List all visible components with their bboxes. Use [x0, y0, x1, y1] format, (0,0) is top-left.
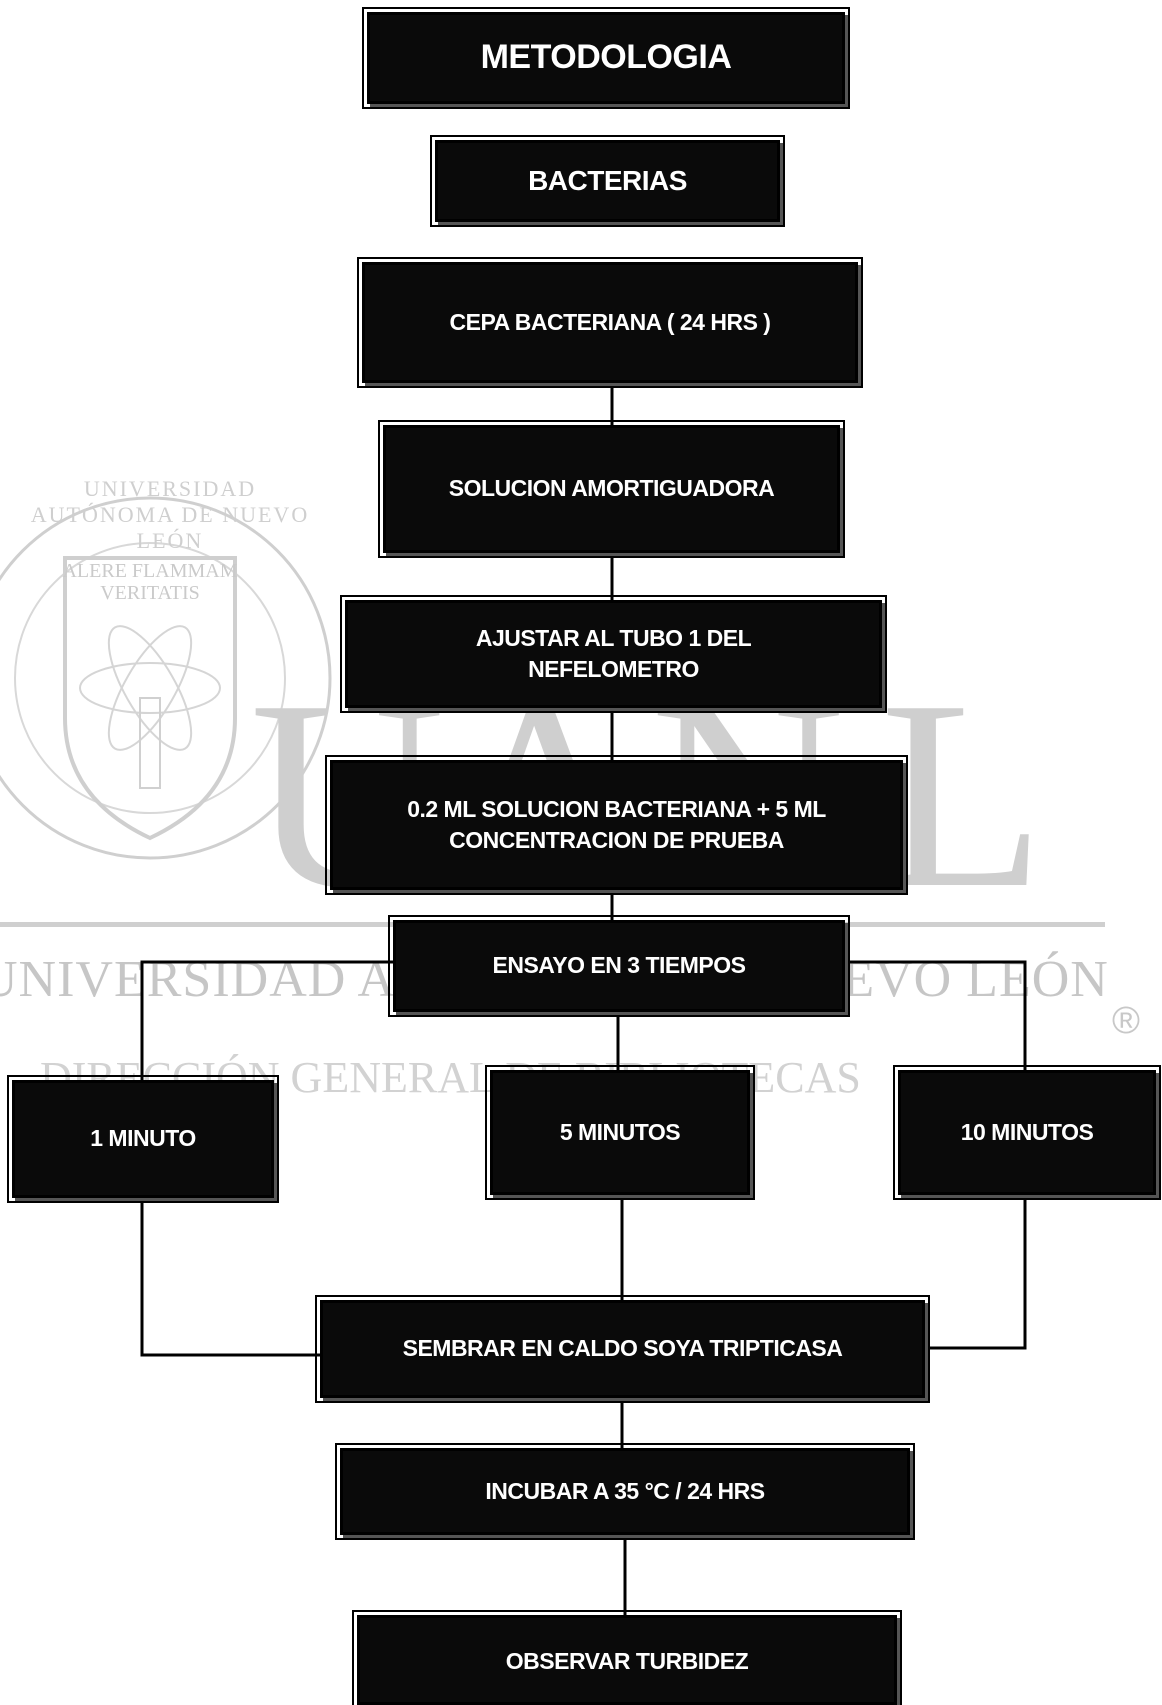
- branch-5-minutes: 5 MINUTOS: [485, 1065, 755, 1200]
- step-observe-turbidity: OBSERVAR TURBIDEZ: [352, 1610, 902, 1705]
- step-buffer-solution: SOLUCION AMORTIGUADORA: [378, 420, 845, 558]
- methodology-title: METODOLOGIA: [480, 38, 732, 77]
- seal-motto: ALERE FLAMMAM VERITATIS: [62, 560, 238, 604]
- branch-10-minutes: 10 MINUTOS: [893, 1065, 1161, 1200]
- step-three-time-assay: ENSAYO EN 3 TIEMPOS: [388, 915, 850, 1017]
- step-bacterial-solution-mix: 0.2 ML SOLUCION BACTERIANA + 5 ML CONCEN…: [325, 755, 908, 895]
- step-observe-turbidity-label: OBSERVAR TURBIDEZ: [505, 1648, 749, 1674]
- seal-ring-text: UNIVERSIDAD AUTÓNOMA DE NUEVO LEÓN: [30, 476, 310, 553]
- step-seed-broth-label: SEMBRAR EN CALDO SOYA TRIPTICASA: [402, 1335, 843, 1362]
- bacteria-section-label: BACTERIAS: [528, 165, 687, 197]
- step-bacterial-strain-label: CEPA BACTERIANA ( 24 HRS ): [449, 308, 771, 335]
- methodology-title-box: METODOLOGIA: [362, 7, 850, 109]
- branch-5-minutes-label: 5 MINUTOS: [559, 1118, 681, 1145]
- step-incubate: INCUBAR A 35 °C / 24 HRS: [335, 1443, 915, 1540]
- branch-1-minute: 1 MINUTO: [7, 1075, 279, 1203]
- step-three-time-assay-label: ENSAYO EN 3 TIEMPOS: [492, 952, 746, 979]
- branch-10-minutes-label: 10 MINUTOS: [960, 1118, 1094, 1145]
- watermark-letter-l: L: [880, 645, 1045, 944]
- step-adjust-nephelometer-label: AJUSTAR AL TUBO 1 DEL NEFELOMETRO: [475, 624, 752, 682]
- bacteria-section-box: BACTERIAS: [430, 135, 785, 227]
- step-adjust-nephelometer: AJUSTAR AL TUBO 1 DEL NEFELOMETRO: [340, 595, 887, 713]
- step-bacterial-solution-mix-label: 0.2 ML SOLUCION BACTERIANA + 5 ML CONCEN…: [407, 795, 826, 853]
- branch-1-minute-label: 1 MINUTO: [90, 1125, 196, 1152]
- step-bacterial-strain: CEPA BACTERIANA ( 24 HRS ): [357, 257, 863, 388]
- step-buffer-solution-label: SOLUCION AMORTIGUADORA: [448, 475, 775, 502]
- registered-mark: ®: [1112, 1000, 1140, 1042]
- step-seed-broth: SEMBRAR EN CALDO SOYA TRIPTICASA: [315, 1295, 930, 1403]
- step-incubate-label: INCUBAR A 35 °C / 24 HRS: [485, 1477, 765, 1504]
- university-seal-watermark: ALERE FLAMMAM VERITATIS UNIVERSIDAD AUTÓ…: [0, 468, 380, 893]
